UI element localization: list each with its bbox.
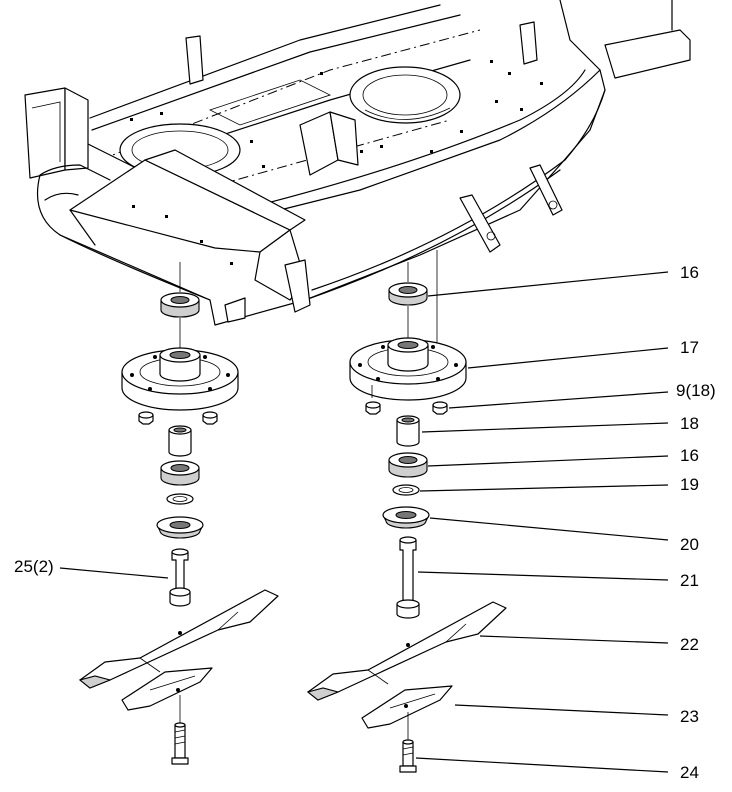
callout-18-spacer: 18	[680, 414, 699, 433]
right-nuts	[365, 401, 448, 415]
left-upper-bearing	[160, 292, 200, 318]
right-blade	[306, 601, 507, 701]
callout-9-nuts: 9(18)	[676, 381, 716, 400]
callout-17-spindle-housing: 17	[680, 338, 699, 357]
callout-19-washer: 19	[680, 475, 699, 494]
right-spindle-housing	[349, 337, 467, 401]
right-lower-bearing	[388, 452, 428, 478]
callout-16-lower-bearing: 16	[680, 446, 699, 465]
callout-23-blade-plate: 23	[680, 707, 699, 726]
left-blade-bolt	[171, 722, 189, 765]
right-cup-washer	[382, 506, 430, 529]
right-blade-bolt	[399, 739, 417, 773]
left-blade	[78, 589, 279, 689]
right-washer	[392, 484, 420, 496]
leader-lines	[59, 271, 669, 773]
left-cup-washer	[156, 516, 204, 539]
left-spindle-shaft	[169, 548, 191, 607]
callout-22-blade: 22	[680, 635, 699, 654]
left-washer	[166, 493, 194, 505]
left-lower-bearing	[160, 460, 200, 486]
right-blade-plate	[361, 685, 453, 729]
callout-21-spindle-shaft: 21	[680, 571, 699, 590]
right-spacer-tube	[396, 415, 420, 447]
callout-16-upper-bearing: 16	[680, 263, 699, 282]
left-blade-plate	[121, 667, 213, 711]
left-spindle-housing	[121, 347, 239, 411]
right-spindle-assembly	[306, 262, 507, 773]
left-spacer-tube	[168, 425, 192, 457]
callout-20-cup-washer: 20	[680, 535, 699, 554]
left-nuts	[138, 411, 218, 425]
mower-deck-housing	[24, 0, 691, 348]
deck-holes	[130, 60, 543, 265]
right-spindle-shaft	[396, 536, 420, 619]
callout-24-blade-bolt: 24	[680, 763, 699, 782]
left-spindle-assembly	[78, 262, 279, 765]
callout-25-spindle-assembly: 25(2)	[14, 557, 54, 576]
callout-labels: 16 17 9(18) 18 16 19 20 21 22 23 24 25(2…	[14, 263, 716, 782]
right-upper-bearing	[388, 282, 428, 306]
